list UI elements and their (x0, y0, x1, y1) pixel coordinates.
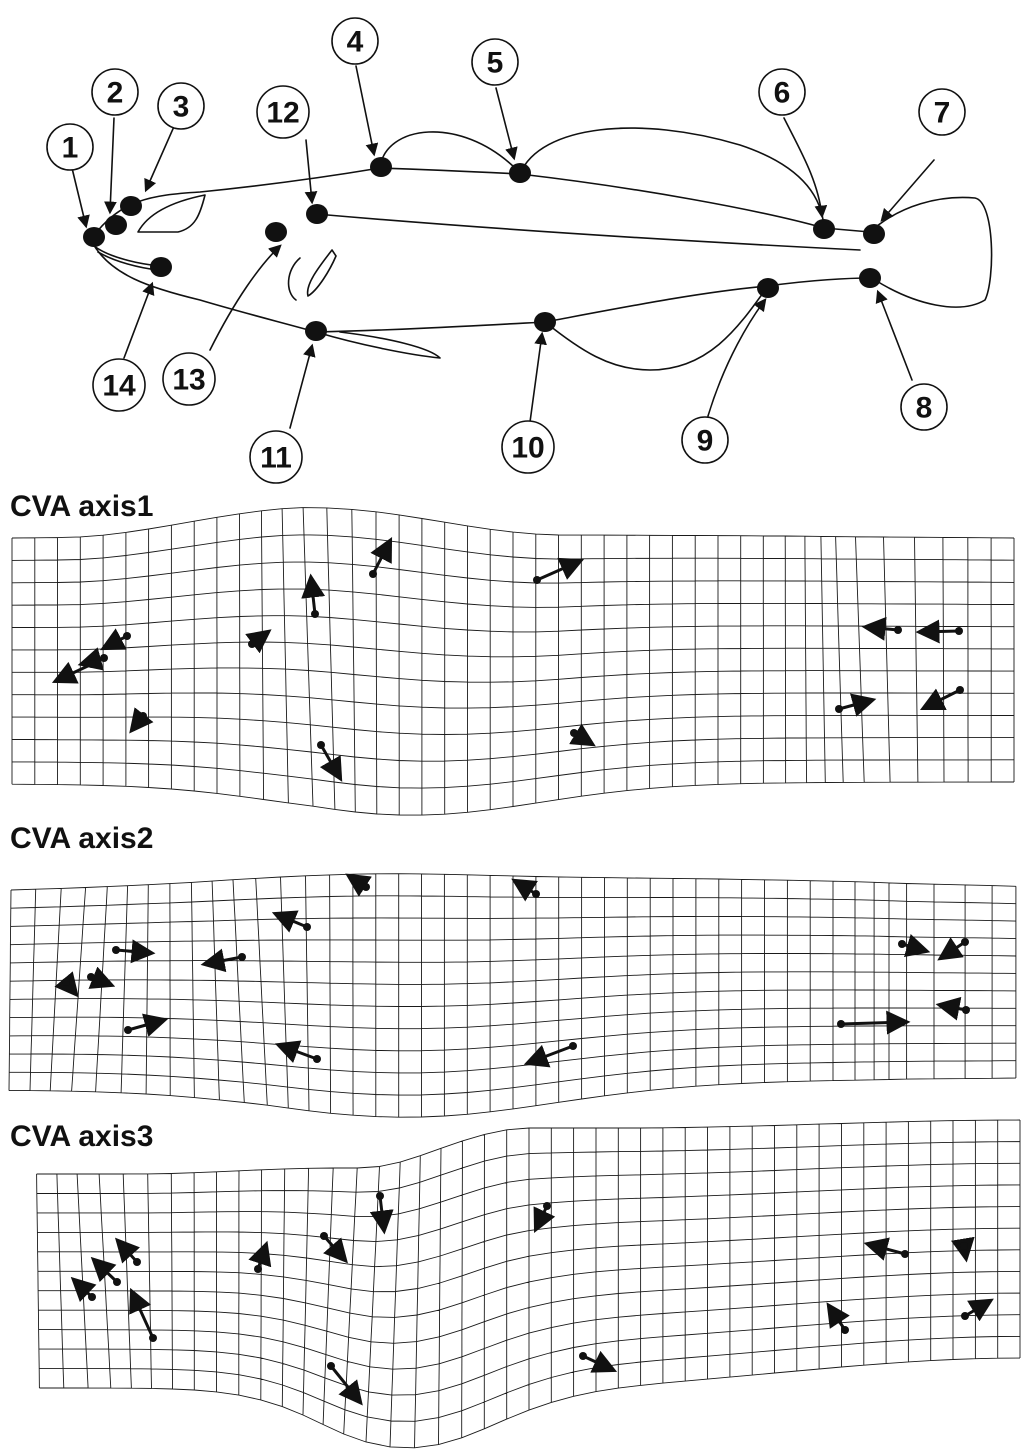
landmark-shift-vector (533, 557, 585, 584)
landmark-14-dot (150, 257, 172, 277)
landmark-label-4: 4 (331, 17, 379, 65)
landmark-shift-vector (301, 573, 326, 618)
landmark-shift-vector (826, 1302, 850, 1334)
landmark-shift-vector (837, 1010, 911, 1035)
landmark-shift-vector (100, 628, 131, 651)
landmark-shift-vector (523, 1042, 577, 1068)
landmark-shift-vector (569, 723, 596, 747)
leader-lines (71, 65, 935, 429)
landmark-label-7: 7 (918, 88, 966, 136)
landmark-shift-vector (320, 1232, 348, 1264)
landmark-shift-vector (935, 996, 970, 1021)
landmark-label-12: 12 (256, 85, 310, 139)
landmark-label-13: 13 (162, 352, 216, 406)
landmark-number: 2 (107, 77, 124, 110)
landmark-shift-vector (51, 660, 96, 684)
landmark-5-dot (509, 163, 531, 183)
landmark-8-dot (859, 268, 881, 288)
landmark-label-2: 2 (91, 68, 139, 116)
landmark-shift-vector (274, 1040, 321, 1064)
deformation-grid-axis1 (11, 507, 1015, 816)
landmark-label-9: 9 (681, 416, 729, 464)
landmark-7-dot (863, 224, 885, 244)
landmark-number: 10 (511, 432, 544, 465)
landmark-shift-vector (129, 707, 154, 734)
landmark-shift-vector (345, 873, 372, 897)
landmark-shift-vector (70, 1276, 97, 1303)
landmark-number: 14 (102, 370, 136, 403)
landmark-shift-vector (835, 693, 877, 717)
landmark-shift-vector (327, 1362, 363, 1406)
landmark-shift-vector (898, 934, 931, 958)
landmark-shift-vector (369, 1192, 394, 1235)
landmark-label-3: 3 (157, 82, 205, 130)
landmark-shift-vector (124, 1013, 169, 1037)
landmark-shift-vector (950, 1236, 975, 1263)
landmark-shift-vector (579, 1350, 618, 1373)
landmark-shift-vector (248, 1240, 272, 1273)
landmark-shift-vector (87, 966, 116, 989)
landmark-3-dot (120, 196, 142, 216)
panel-title-axis1: CVA axis1 (10, 490, 153, 523)
landmark-label-8: 8 (900, 383, 948, 431)
landmark-shift-vector (511, 878, 540, 902)
landmark-shift-vector (245, 629, 272, 654)
deformation-grid-axis2 (8, 873, 1017, 1118)
landmark-number: 8 (916, 392, 933, 425)
landmark-6-dot (813, 219, 835, 239)
landmark-shift-vector (937, 937, 969, 961)
deformation-grid-axis3 (36, 1119, 1021, 1449)
landmark-12-dot (306, 204, 328, 224)
landmark-label-11: 11 (249, 430, 303, 484)
landmark-9-dot (757, 278, 779, 298)
landmark-shift-vector (129, 1287, 157, 1342)
landmark-number: 12 (266, 97, 299, 130)
landmark-number: 13 (172, 364, 205, 397)
grid-lines (11, 507, 1015, 816)
landmark-11-dot (305, 321, 327, 341)
landmark-shift-vector (961, 1298, 994, 1322)
landmark-shift-vector (369, 536, 393, 578)
panel-title-axis3: CVA axis3 (10, 1120, 153, 1153)
landmark-1-dot (83, 227, 105, 247)
landmark-shift-vector (919, 686, 964, 711)
landmark-shift-vector (114, 1237, 141, 1266)
landmark-dots (83, 157, 885, 341)
landmark-number: 4 (347, 26, 364, 59)
grid-lines (8, 873, 1017, 1118)
landmark-label-6: 6 (758, 68, 806, 116)
landmark-label-1: 1 (46, 123, 94, 171)
landmark-number: 5 (487, 47, 504, 80)
landmark-shift-vector (271, 910, 311, 933)
landmark-number: 9 (697, 425, 714, 458)
fish-outline (91, 127, 993, 371)
landmark-shift-vector (861, 616, 902, 641)
landmark-10-dot (534, 312, 556, 332)
landmark-shift-vector (112, 939, 156, 964)
landmark-2-dot (105, 215, 127, 235)
landmark-number: 6 (774, 77, 791, 110)
landmark-13-dot (265, 222, 287, 242)
landmark-label-5: 5 (471, 38, 519, 86)
landmark-shift-vector (863, 1237, 909, 1261)
panel-title-axis2: CVA axis2 (10, 822, 153, 855)
landmark-4-dot (370, 157, 392, 177)
landmark-shift-vector (317, 741, 343, 782)
landmark-number: 3 (173, 91, 190, 124)
grid-lines (36, 1119, 1021, 1449)
landmark-shift-vector (533, 1202, 556, 1234)
landmark-label-14: 14 (92, 358, 146, 412)
landmark-number: 11 (260, 442, 292, 475)
landmark-number: 7 (934, 97, 951, 130)
landmark-label-10: 10 (501, 420, 555, 474)
landmark-shift-vector (915, 619, 963, 644)
landmark-shift-vector (200, 948, 246, 973)
landmark-shift-vector (90, 1256, 121, 1286)
landmark-shift-vector (54, 971, 79, 998)
landmark-number: 1 (62, 132, 79, 165)
